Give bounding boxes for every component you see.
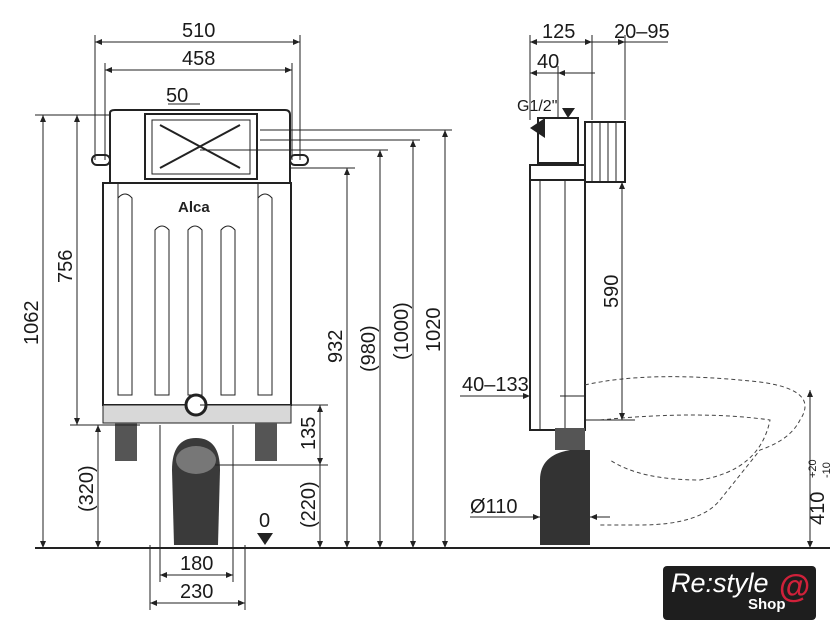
dim-230: 230 [180,581,213,603]
side-frame [529,117,806,545]
dim-932: 932 [325,330,347,363]
logo-main-text: Re:style [671,568,769,598]
dim-zero: 0 [259,510,270,532]
dim-125: 125 [542,21,575,43]
dim-135: 135 [298,417,320,450]
dim-320: (320) [76,465,98,512]
tolerance-plus: +20 [807,459,819,478]
restyle-shop-logo: Re:style Shop @ [663,566,816,620]
dim-1020: 1020 [423,308,445,353]
dim-180: 180 [180,553,213,575]
dim-220: (220) [298,481,320,528]
front-frame [91,109,309,545]
dim-pipe-110: Ø110 [470,496,517,518]
zero-level-marker [257,533,273,545]
dim-756: 756 [55,250,77,283]
dim-980: (980) [358,325,380,372]
dim-410: 410 [807,492,829,525]
inlet-label: G1/2" [517,98,557,115]
brand-label: Alca [178,199,210,216]
dim-40-133: 40–133 [462,374,529,396]
dim-590: 590 [601,275,623,308]
logo-cart-icon: @ [779,568,811,604]
logo-sub-text: Shop [748,596,786,613]
tolerance-minus: -10 [821,462,833,478]
dim-40: 40 [537,51,559,73]
dim-458: 458 [182,48,215,70]
dim-1000: (1000) [391,302,413,360]
dim-50: 50 [166,85,188,107]
dim-1062: 1062 [21,301,43,346]
dim-510: 510 [182,20,215,42]
dim-20-95: 20–95 [614,21,670,43]
